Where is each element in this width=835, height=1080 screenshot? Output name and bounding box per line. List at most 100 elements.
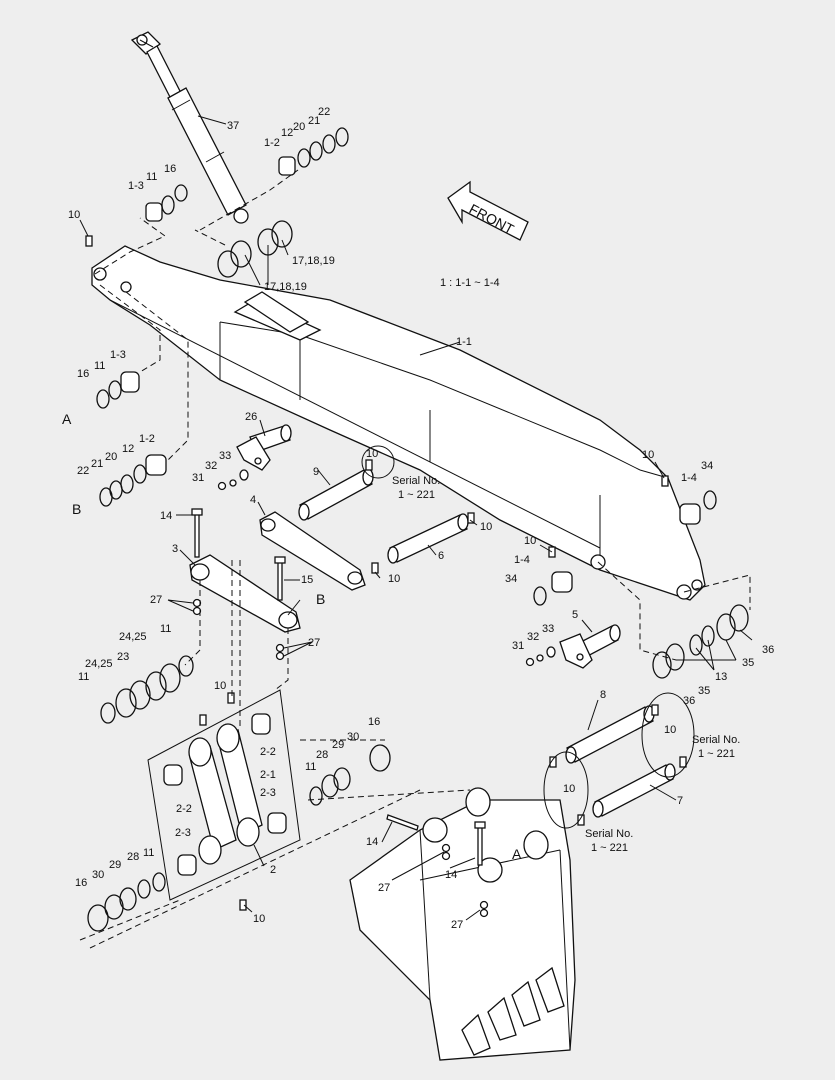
label-16: 16 — [368, 716, 380, 728]
serial-label: Serial No. — [692, 734, 740, 746]
label-11: 11 — [94, 360, 105, 372]
serial-range: 1 ~ 221 — [398, 489, 435, 501]
label-14: 14 — [445, 869, 457, 881]
label-35: 35 — [742, 657, 754, 669]
pin-5 — [559, 624, 621, 669]
label-34: 34 — [701, 460, 713, 472]
label-12: 12 — [281, 127, 293, 139]
serial-range: 1 ~ 221 — [698, 748, 735, 760]
label-14: 14 — [366, 836, 378, 848]
arm-body — [91, 245, 706, 601]
label-29: 29 — [332, 739, 344, 751]
bushings-and-rings — [87, 127, 749, 932]
label-30: 30 — [347, 731, 359, 743]
front-direction-arrow-icon: FRONT — [447, 180, 529, 241]
label-10: 10 — [642, 449, 654, 461]
assembly-guide-lines — [79, 169, 751, 949]
assembly-note: 1 : 1-1 ~ 1-4 — [440, 277, 500, 289]
label-2-2: 2-2 — [176, 803, 192, 815]
label-2-3: 2-3 — [175, 827, 191, 839]
label-11: 11 — [78, 671, 89, 683]
label-13: 13 — [715, 671, 727, 683]
label-16: 16 — [77, 368, 89, 380]
label-11: 11 — [146, 171, 157, 183]
pin-7 — [592, 763, 676, 818]
label-37: 37 — [227, 120, 239, 132]
label-2-1: 2-1 — [260, 769, 276, 781]
label-31: 31 — [512, 640, 524, 652]
label-21: 21 — [91, 458, 103, 470]
label-26: 26 — [245, 411, 257, 423]
label-27: 27 — [150, 594, 162, 606]
label-11: 11 — [143, 847, 154, 859]
label-32: 32 — [527, 631, 539, 643]
label-20: 20 — [105, 451, 117, 463]
label-9: 9 — [313, 466, 319, 478]
label-17-18-19: 17,18,19 — [264, 281, 307, 293]
label-24-25: 24,25 — [85, 658, 113, 670]
label-17-18-19: 17,18,19 — [292, 255, 335, 267]
label-1-2: 1-2 — [264, 137, 280, 149]
part-number-labels: 37 22 21 20 12 1-2 16 11 1-3 10 17,18,19… — [62, 106, 774, 931]
pin-9 — [298, 468, 374, 521]
label-11: 11 — [160, 623, 171, 635]
label-33: 33 — [542, 623, 554, 635]
serial-label: Serial No. — [585, 828, 633, 840]
label-10: 10 — [524, 535, 536, 547]
label-32: 32 — [205, 460, 217, 472]
label-2-3: 2-3 — [260, 787, 276, 799]
link-assembly-2 — [147, 689, 301, 901]
label-7: 7 — [677, 795, 683, 807]
label-10: 10 — [664, 724, 676, 736]
label-31: 31 — [192, 472, 204, 484]
reference-b: B — [316, 591, 325, 607]
label-28: 28 — [127, 851, 139, 863]
leader-lines — [79, 39, 753, 921]
label-6: 6 — [438, 550, 444, 562]
label-10: 10 — [214, 680, 226, 692]
label-22: 22 — [318, 106, 330, 118]
label-2-2: 2-2 — [260, 746, 276, 758]
bucket — [349, 787, 576, 1061]
label-10: 10 — [563, 783, 575, 795]
label-21: 21 — [308, 115, 320, 127]
label-22: 22 — [77, 465, 89, 477]
label-28: 28 — [316, 749, 328, 761]
label-29: 29 — [109, 859, 121, 871]
label-10: 10 — [68, 209, 80, 221]
label-1-3: 1-3 — [110, 349, 126, 361]
label-24-25: 24,25 — [119, 631, 147, 643]
label-15: 15 — [301, 574, 313, 586]
link-4 — [259, 511, 366, 591]
serial-range: 1 ~ 221 — [591, 842, 628, 854]
label-1-3: 1-3 — [128, 180, 144, 192]
label-16: 16 — [164, 163, 176, 175]
label-36: 36 — [762, 644, 774, 656]
label-27: 27 — [378, 882, 390, 894]
label-20: 20 — [293, 121, 305, 133]
label-35: 35 — [698, 685, 710, 697]
label-16: 16 — [75, 877, 87, 889]
label-27: 27 — [451, 919, 463, 931]
label-12: 12 — [122, 443, 134, 455]
label-5: 5 — [572, 609, 578, 621]
pin-6 — [387, 513, 469, 564]
label-30: 30 — [92, 869, 104, 881]
label-23: 23 — [117, 651, 129, 663]
label-1-4: 1-4 — [514, 554, 530, 566]
reference-a: A — [512, 846, 522, 862]
reference-b: B — [72, 501, 81, 517]
label-34: 34 — [505, 573, 517, 585]
label-33: 33 — [219, 450, 231, 462]
label-1-1: 1-1 — [456, 336, 472, 348]
label-1-2: 1-2 — [139, 433, 155, 445]
label-10: 10 — [480, 521, 492, 533]
label-36: 36 — [683, 695, 695, 707]
nut-icon — [192, 469, 556, 918]
serial-callout-circles — [361, 445, 695, 829]
label-4: 4 — [250, 494, 256, 506]
pin-26 — [236, 424, 292, 471]
reference-a: A — [62, 411, 72, 427]
